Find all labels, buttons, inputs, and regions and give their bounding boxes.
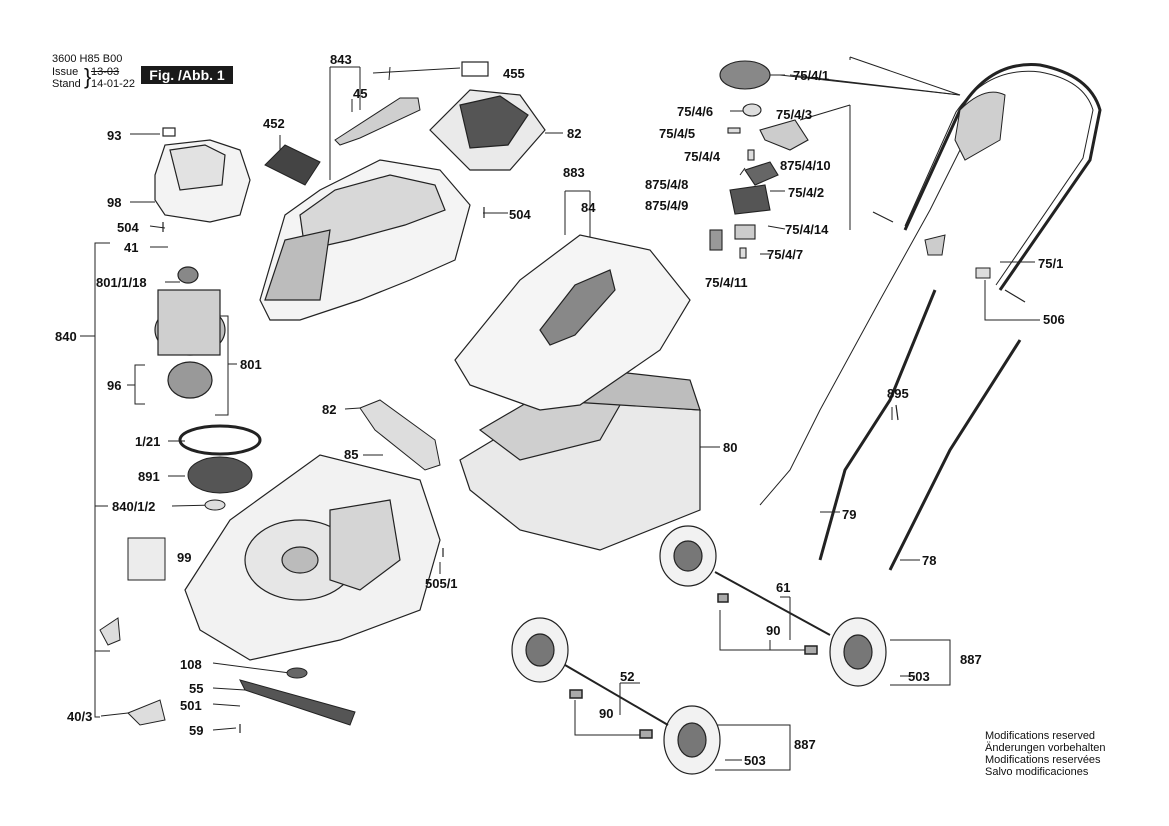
wheels-part: [511, 525, 887, 775]
carry-handle-part: [334, 97, 421, 146]
label-75-4-3: 75/4/3: [776, 107, 813, 122]
label-503-lower: 503: [744, 753, 766, 768]
note-line-fr: Modifications reservées: [985, 754, 1101, 766]
label-41: 41: [124, 240, 139, 255]
label-506: 506: [1043, 312, 1065, 327]
label-55: 55: [189, 681, 204, 696]
label-75-4-7: 75/4/7: [767, 247, 804, 262]
label-93: 93: [107, 128, 122, 143]
label-75-4-11: 75/4/11: [705, 275, 748, 290]
label-75-4-2: 75/4/2: [788, 185, 825, 200]
indicator-panel-part: [429, 61, 546, 171]
motor-housing-part: [154, 127, 251, 223]
label-75-4-4: 75/4/4: [684, 149, 721, 164]
label-875-4-10: 875/4/10: [780, 158, 831, 173]
label-84: 84: [581, 200, 596, 215]
motor-part: [154, 266, 226, 399]
label-843: 843: [330, 52, 352, 67]
label-891: 891: [138, 469, 160, 484]
label-504-left: 504: [117, 220, 139, 235]
mulch-plug-part: [127, 699, 166, 726]
grass-box-lid-part: [454, 234, 691, 411]
label-90-upper: 90: [766, 623, 781, 638]
label-895: 895: [887, 386, 909, 401]
figure-badge: Fig. /Abb. 1: [141, 66, 233, 84]
label-75-4-14: 75/4/14: [785, 222, 829, 237]
label-501: 501: [180, 698, 202, 713]
label-840: 840: [55, 329, 77, 344]
label-plate-part: [264, 144, 321, 186]
label-78: 78: [922, 553, 937, 568]
axles-part: [564, 571, 831, 726]
issue-value: 13-03: [91, 66, 120, 78]
label-98: 98: [107, 195, 122, 210]
label-452: 452: [263, 116, 285, 131]
label-85: 85: [344, 447, 359, 462]
label-82-top: 82: [567, 126, 582, 141]
label-90-lower: 90: [599, 706, 614, 721]
handle-tubes-part: [818, 63, 1102, 571]
stand-value: 14-01-22: [91, 78, 136, 90]
label-59: 59: [189, 723, 204, 738]
label-40-3: 40/3: [67, 709, 93, 724]
issue-label: Issue: [52, 66, 79, 78]
label-887-upper: 887: [960, 652, 982, 667]
label-75-4-5: 75/4/5: [659, 126, 696, 141]
grass-box-part: [459, 369, 701, 551]
blade-part: [239, 679, 356, 726]
label-503-upper: 503: [908, 669, 930, 684]
label-801: 801: [240, 357, 262, 372]
label-75-1: 75/1: [1038, 256, 1064, 271]
label-45: 45: [353, 86, 368, 101]
switch-components: [709, 60, 809, 259]
label-883: 883: [563, 165, 585, 180]
label-875-4-8: 875/4/8: [645, 177, 689, 192]
label-79: 79: [842, 507, 857, 522]
bracket-glyph: }: [84, 64, 92, 89]
note-line-de: Änderungen vorbehalten: [985, 742, 1106, 754]
note-line-es: Salvo modificaciones: [985, 766, 1089, 778]
document-number: 3600 H85 B00: [52, 53, 123, 65]
modifications-note: Modifications reserved Änderungen vorbeh…: [985, 730, 1105, 778]
filter-part: [127, 537, 166, 581]
label-80: 80: [723, 440, 738, 455]
label-505-1: 505/1: [425, 576, 458, 591]
label-96: 96: [107, 378, 122, 393]
label-75-4-1: 75/4/1: [793, 68, 830, 83]
switch-unit-part: [954, 91, 1006, 161]
lever-part: [359, 399, 441, 471]
label-82-lower: 82: [322, 402, 337, 417]
stand-label: Stand: [52, 78, 81, 90]
bracket-840: [94, 242, 110, 718]
label-52: 52: [620, 669, 635, 684]
note-line-en: Modifications reserved: [985, 730, 1096, 742]
pulley-part: [187, 456, 253, 494]
label-840-1-2: 840/1/2: [112, 499, 156, 514]
label-1-21: 1/21: [135, 434, 161, 449]
top-cover-part: [259, 159, 471, 321]
label-504-right: 504: [509, 207, 531, 222]
label-887-lower: 887: [794, 737, 816, 752]
label-75-4-6: 75/4/6: [677, 104, 714, 119]
chassis-part: [184, 454, 441, 661]
belt-part: [178, 424, 262, 456]
label-875-4-9: 875/4/9: [645, 198, 689, 213]
label-99: 99: [177, 550, 192, 565]
label-61: 61: [776, 580, 791, 595]
label-801-1-18: 801/1/18: [96, 275, 147, 290]
label-108: 108: [180, 657, 202, 672]
label-455: 455: [503, 66, 525, 81]
